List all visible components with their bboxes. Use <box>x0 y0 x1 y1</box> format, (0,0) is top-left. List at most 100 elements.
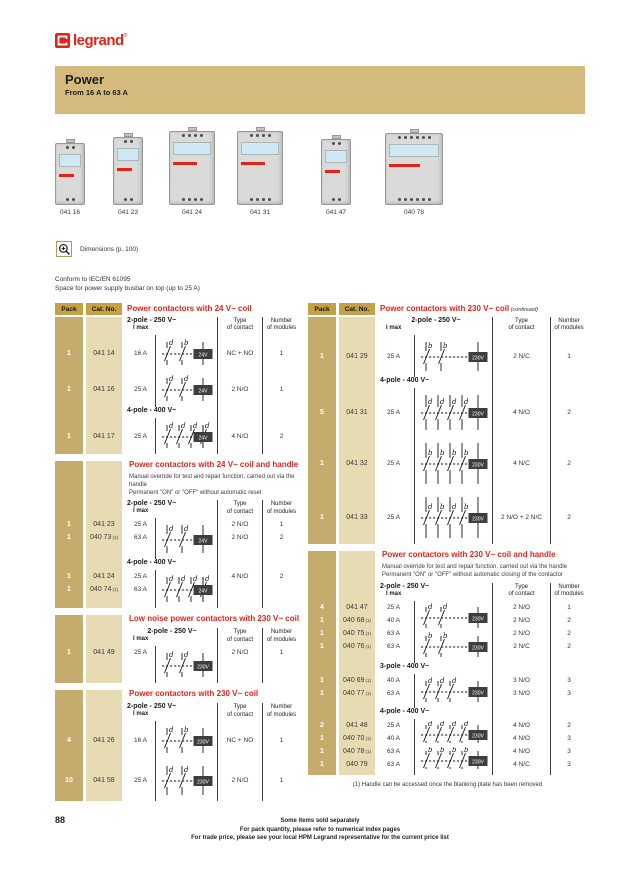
catno-strip <box>86 659 122 684</box>
dimensions-note: Dimensions (p. 100) <box>56 241 138 257</box>
pack-strip <box>55 474 83 490</box>
product-item: 041 24 <box>169 127 215 216</box>
type-of-contact-cell: 2 N/C <box>492 639 550 653</box>
svg-text:d: d <box>464 398 469 406</box>
svg-text:b: b <box>428 342 433 350</box>
pack-column-header: Pack <box>308 303 336 315</box>
svg-text:230V: 230V <box>472 463 484 469</box>
modules-cell: 1 <box>262 371 300 407</box>
svg-text:230V: 230V <box>197 780 209 786</box>
svg-text:d: d <box>169 525 174 533</box>
type-of-contact-cell: 2 N/O <box>217 759 262 802</box>
catno-strip <box>86 497 122 501</box>
section-description: Manual override for test and repair func… <box>129 474 295 488</box>
cat-no-cell: 040 70(1) <box>339 731 375 745</box>
imax-cell: 25 A <box>387 603 401 611</box>
modules-cell: 2 <box>262 570 300 584</box>
pack-strip <box>308 699 336 708</box>
imax-cell: 63 A <box>387 689 401 697</box>
cat-no-cell: 041 16 <box>86 371 122 407</box>
imax-label: I max <box>386 590 402 597</box>
pole-voltage-subhead: 4-pole - 400 V~ <box>380 707 430 715</box>
svg-text:d: d <box>169 375 174 383</box>
type-of-contact-cell: 2 N/O <box>492 626 550 640</box>
pole-voltage-subhead: 2-pole - 250 V~ <box>127 317 177 324</box>
cat-no-cell: 040 75(1) <box>339 626 375 640</box>
imax-cell: 25 A <box>387 352 401 360</box>
cat-no-cell: 041 17 <box>86 418 122 454</box>
pack-strip <box>55 407 83 418</box>
cat-no-cell: 041 32 <box>339 436 375 490</box>
product-photo <box>385 129 443 205</box>
svg-text:d: d <box>428 503 433 511</box>
brand-name: legrand <box>73 32 124 49</box>
pole-voltage-subhead: 2-pole - 250 V~ <box>147 628 197 636</box>
imax-cell: 40 A <box>387 616 401 624</box>
imax-label: I max <box>133 711 149 718</box>
svg-text:230V: 230V <box>472 760 484 766</box>
pack-strip <box>55 461 83 474</box>
product-photo <box>113 133 143 205</box>
conformity-line: Space for power supply busbar on top (up… <box>55 284 200 292</box>
imax-cell: 63 A <box>134 586 148 594</box>
modules-cell: 2 <box>262 418 300 454</box>
product-item: 041 16 <box>55 139 85 216</box>
pack-strip <box>55 544 83 560</box>
svg-text:b: b <box>452 449 457 457</box>
modules-cell: 3 <box>550 757 587 771</box>
pack-cell: 1 <box>308 436 336 490</box>
catalog-section: Power contactors with 230 V~ coil and ha… <box>308 550 587 775</box>
catno-column-header: Cat. No. <box>86 303 122 315</box>
pack-strip <box>55 659 83 684</box>
pole-voltage-subhead: 4-pole - 400 V~ <box>127 407 177 414</box>
catno-strip <box>86 615 122 629</box>
svg-text:24V: 24V <box>198 353 208 359</box>
svg-text:230V: 230V <box>472 356 484 362</box>
catno-strip <box>86 461 122 474</box>
section-title-suffix: (continued) <box>509 306 539 313</box>
type-of-contact-cell: 4 N/O <box>492 744 550 758</box>
type-of-contact-cell <box>217 583 262 597</box>
catno-strip <box>339 662 375 674</box>
cat-no-cell: 041 33 <box>339 490 375 544</box>
svg-text:b: b <box>440 449 445 457</box>
svg-text:b: b <box>184 726 189 734</box>
pack-cell: 1 <box>55 531 83 545</box>
cat-no-cell: 041 48 <box>339 718 375 732</box>
catno-strip <box>339 707 375 719</box>
catno-strip <box>339 377 375 388</box>
imax-cell: 25 A <box>387 408 401 416</box>
section-description: Permanent "ON" or "OFF" without automati… <box>129 489 262 496</box>
pack-strip <box>55 703 83 722</box>
pack-cell: 1 <box>308 731 336 745</box>
dimensions-note-text: Dimensions (p. 100) <box>80 245 139 253</box>
svg-text:d: d <box>169 726 174 734</box>
catno-strip <box>86 489 122 498</box>
pole-voltage-subhead: 3-pole - 400 V~ <box>380 662 430 670</box>
section-title: Low noise power contactors with 230 V~ c… <box>129 614 300 624</box>
pack-cell: 1 <box>308 673 336 687</box>
modules-cell: 2 <box>550 613 587 627</box>
type-of-contact-cell: 2 N/O <box>217 531 262 545</box>
modules-cell: 3 <box>550 673 587 687</box>
imax-label: I max <box>133 508 149 515</box>
pack-cell: 1 <box>55 583 83 597</box>
pack-strip <box>308 582 336 601</box>
imax-cell: 25 A <box>134 776 148 784</box>
catno-strip <box>86 544 122 560</box>
pack-cell: 1 <box>308 639 336 653</box>
imax-cell: 63 A <box>387 760 401 768</box>
catno-strip <box>339 770 375 775</box>
modules-cell: 1 <box>262 759 300 802</box>
page-banner: Power From 16 A to 63 A <box>55 66 585 114</box>
page-number: 88 <box>55 815 66 825</box>
pack-strip <box>55 497 83 501</box>
